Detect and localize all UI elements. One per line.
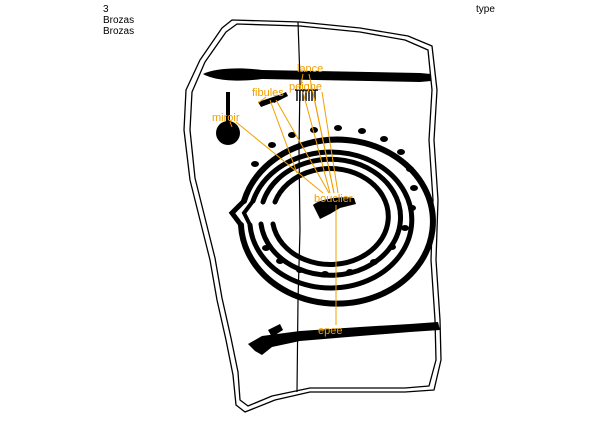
label-miroir: miroir <box>212 112 240 124</box>
label-bouclier: bouclier <box>314 193 353 205</box>
label-epee: epee <box>318 325 342 337</box>
label-lance: lance <box>297 63 323 75</box>
label-fibules: fibules <box>252 87 284 99</box>
label-peigne: peigne <box>289 81 322 93</box>
annotation-labels: lance peigne fibules miroir bouclier epe… <box>212 63 353 337</box>
bouclier-shape <box>232 140 433 304</box>
